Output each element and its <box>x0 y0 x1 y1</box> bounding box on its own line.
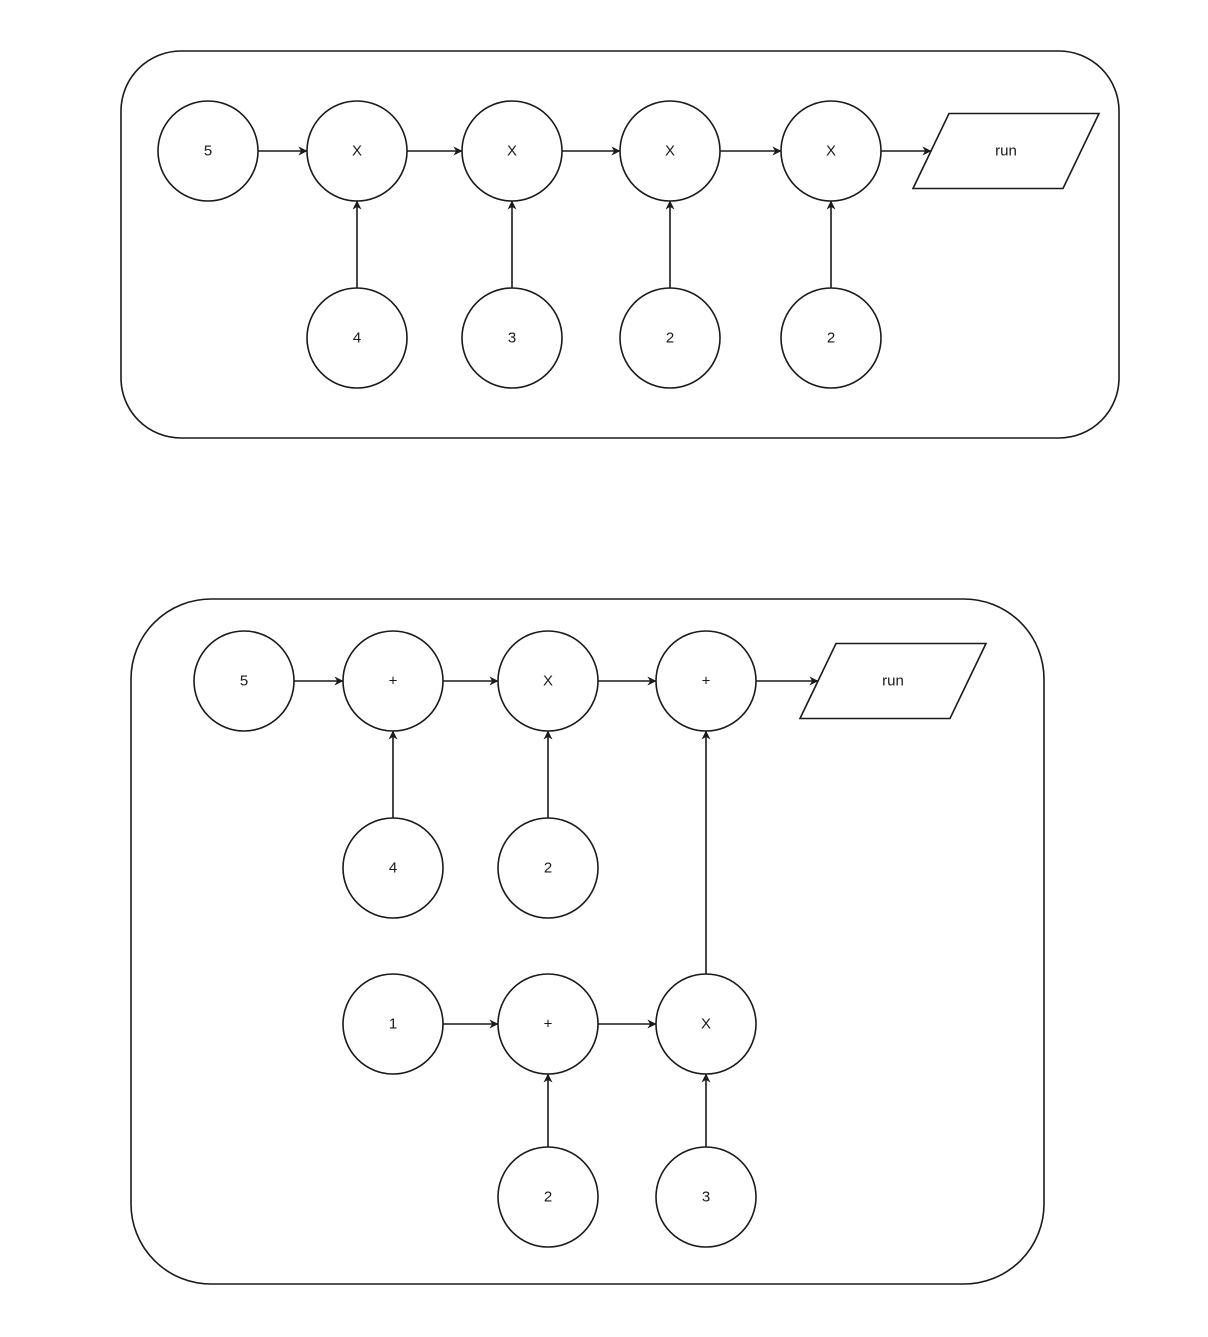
node-shape <box>342 817 444 919</box>
node-circle: 3 <box>461 287 563 389</box>
node-shape <box>497 817 599 919</box>
node-label: 4 <box>389 860 397 877</box>
node-shape <box>619 287 721 389</box>
node-shape <box>780 100 882 202</box>
node-label: 4 <box>353 330 361 347</box>
node-label: + <box>389 673 398 690</box>
node-circle: + <box>655 630 757 732</box>
node-label: + <box>544 1016 553 1033</box>
node-label: 3 <box>702 1189 710 1206</box>
node-shape <box>342 973 444 1075</box>
node-circle: 4 <box>342 817 444 919</box>
node-circle: 5 <box>157 100 259 202</box>
node-label: X <box>543 673 553 690</box>
node-shape <box>306 287 408 389</box>
node-label: X <box>665 143 675 160</box>
node-circle: X <box>306 100 408 202</box>
node-shape <box>342 630 444 732</box>
diagram-panel-2 <box>130 598 1045 1285</box>
node-circle: + <box>342 630 444 732</box>
node-circle: + <box>497 973 599 1075</box>
node-label: 1 <box>389 1016 397 1033</box>
node-shape <box>497 1146 599 1248</box>
node-label: 2 <box>544 1189 552 1206</box>
node-label: 2 <box>544 860 552 877</box>
node-label: run <box>882 673 904 690</box>
node-circle: 5 <box>193 630 295 732</box>
diagram-panel-1 <box>120 50 1120 439</box>
node-shape <box>461 287 563 389</box>
node-circle: 3 <box>655 1146 757 1248</box>
node-circle: 2 <box>780 287 882 389</box>
node-circle: X <box>461 100 563 202</box>
node-circle: X <box>655 973 757 1075</box>
node-label: X <box>507 143 517 160</box>
node-shape <box>655 630 757 732</box>
node-label: X <box>352 143 362 160</box>
node-shape <box>911 112 1101 190</box>
node-shape <box>497 630 599 732</box>
node-label: 5 <box>204 143 212 160</box>
node-shape <box>780 287 882 389</box>
node-label: + <box>702 673 711 690</box>
node-circle: X <box>619 100 721 202</box>
node-label: X <box>701 1016 711 1033</box>
node-circle: 4 <box>306 287 408 389</box>
node-shape <box>655 973 757 1075</box>
node-shape <box>306 100 408 202</box>
node-shape <box>461 100 563 202</box>
node-circle: 1 <box>342 973 444 1075</box>
node-shape <box>798 642 988 720</box>
node-output-parallelogram: run <box>911 112 1101 190</box>
node-label: 5 <box>240 673 248 690</box>
node-shape <box>619 100 721 202</box>
node-shape <box>157 100 259 202</box>
node-label: 2 <box>666 330 674 347</box>
node-label: 2 <box>827 330 835 347</box>
node-circle: 2 <box>497 817 599 919</box>
node-circle: 2 <box>619 287 721 389</box>
node-circle: X <box>780 100 882 202</box>
node-shape <box>655 1146 757 1248</box>
node-circle: 2 <box>497 1146 599 1248</box>
node-label: 3 <box>508 330 516 347</box>
node-output-parallelogram: run <box>798 642 988 720</box>
node-label: X <box>826 143 836 160</box>
node-shape <box>193 630 295 732</box>
node-circle: X <box>497 630 599 732</box>
node-shape <box>497 973 599 1075</box>
node-label: run <box>995 143 1017 160</box>
